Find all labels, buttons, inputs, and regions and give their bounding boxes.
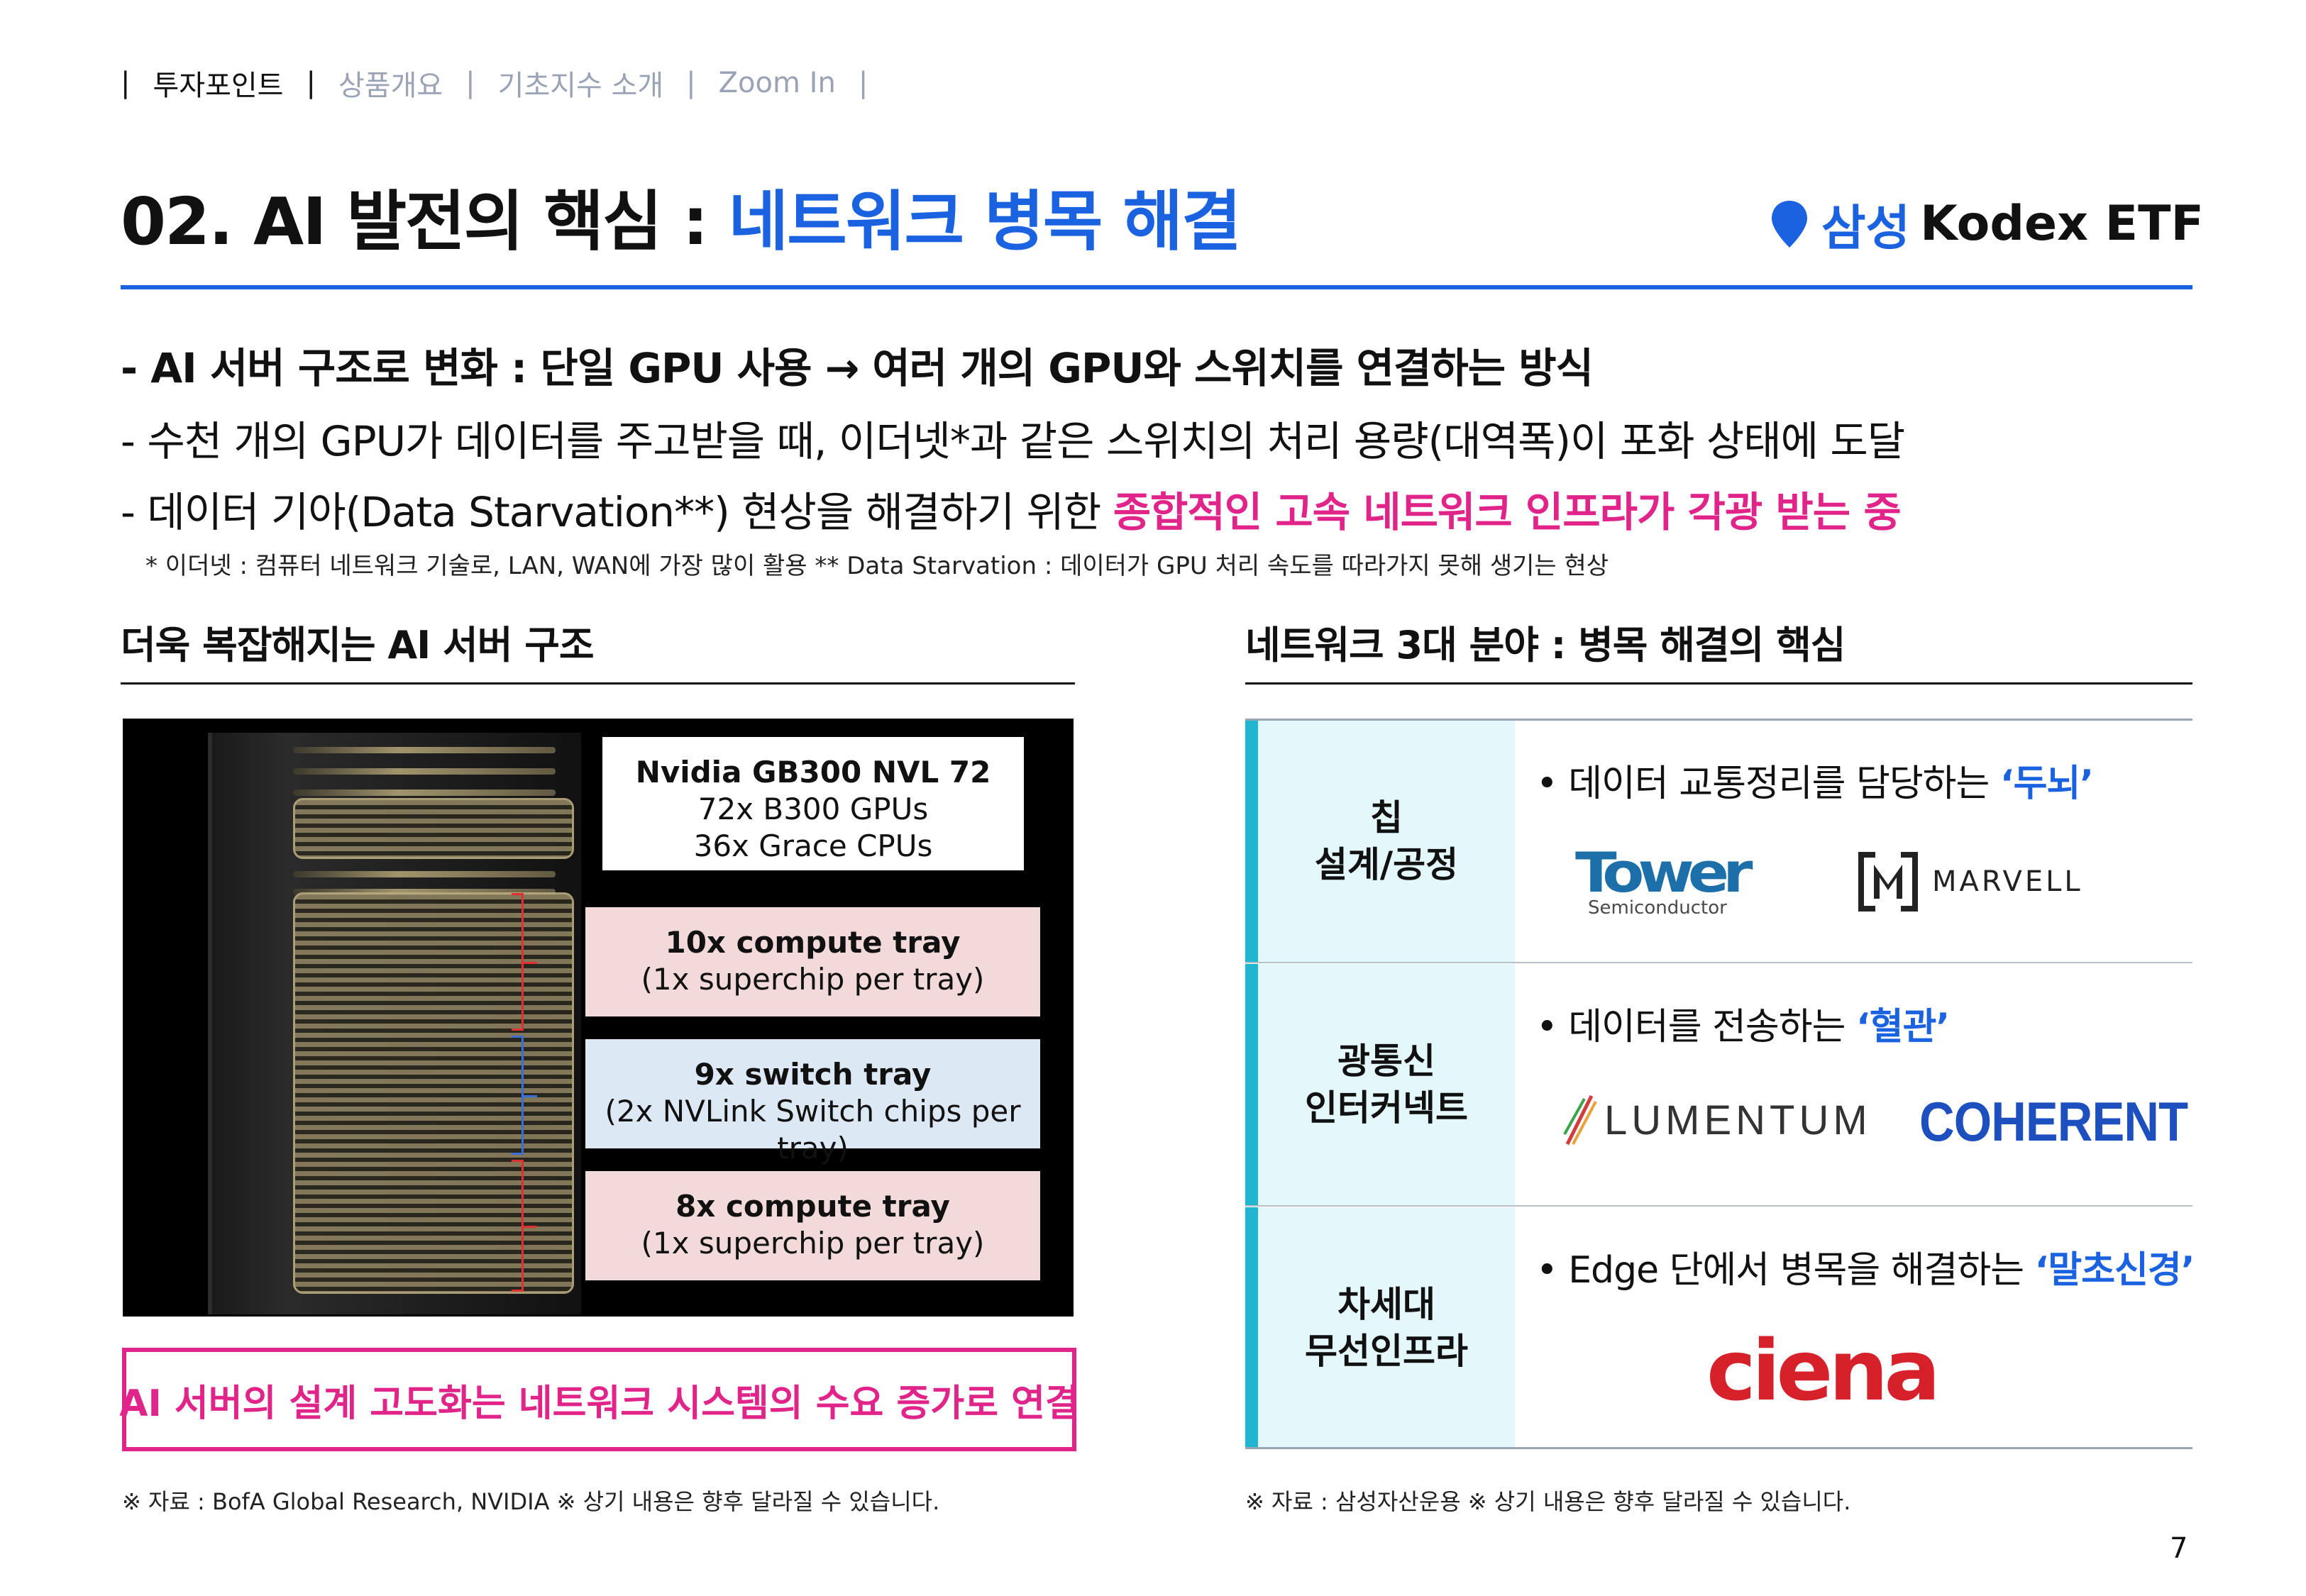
rack-tray	[293, 768, 556, 775]
table-top-border	[1245, 719, 2192, 721]
nav-separator: |	[306, 67, 316, 99]
category-label: 광통신	[1337, 1041, 1435, 1082]
coherent-logo: COHERENT	[1919, 1090, 2224, 1153]
row-content: • 데이터를 전송하는 ‘혈관’ LUMENTUM COHERENT	[1515, 964, 2192, 1205]
nav-item-product-overview[interactable]: 상품개요	[338, 70, 443, 102]
label-compute-tray-10-title: 10x compute tray	[665, 925, 961, 960]
top-navigation: | 투자포인트 | 상품개요 | 기초지수 소개 | Zoom In |	[121, 62, 890, 104]
label-nvl72-line: 72x B300 GPUs	[697, 792, 929, 826]
tower-logo-subtitle: Semiconductor	[1588, 897, 1727, 919]
bullet-1: - AI 서버 구조로 변화 : 단일 GPU 사용 → 여러 개의 GPU와 …	[121, 344, 1594, 392]
tower-semiconductor-logo: Tower Semiconductor	[1575, 845, 1767, 923]
lumentum-wordmark: LUMENTUM	[1604, 1097, 1872, 1143]
bullet-3-highlight: 종합적인 고속 네트워크 인프라가 각광 받는 중	[1113, 488, 1902, 536]
label-nvl72: Nvidia GB300 NVL 72 72x B300 GPUs 36x Gr…	[602, 737, 1024, 870]
rack-tray	[293, 871, 556, 877]
bullet-2: - 수천 개의 GPU가 데이터를 주고받을 때, 이더넷*과 같은 스위치의 …	[121, 417, 1905, 465]
rack-tray	[293, 747, 556, 753]
footnote: * 이더넷 : 컴퓨터 네트워크 기술로, LAN, WAN에 가장 많이 활용…	[145, 552, 1609, 580]
category-label: 차세대	[1337, 1284, 1435, 1325]
rack-tray	[293, 889, 556, 895]
marvell-mark-icon	[1858, 852, 1918, 911]
category-label: 인터커넥트	[1305, 1087, 1468, 1129]
row-description-quote: ‘말초신경’	[2034, 1249, 2195, 1292]
ciena-logo: ciena	[1706, 1321, 1941, 1419]
location-pin-icon	[1772, 200, 1807, 248]
category-label: 칩	[1369, 797, 1403, 838]
bullet-3-text: - 데이터 기아(Data Starvation**) 현상을 해결하기 위한	[121, 488, 1113, 536]
category-label: 무선인프라	[1305, 1331, 1468, 1372]
nav-separator: |	[465, 67, 475, 99]
marvell-wordmark: MARVELL	[1932, 865, 2083, 898]
rack-tray-stack	[293, 892, 574, 1294]
compute-tray-bracket-bottom	[512, 1160, 537, 1292]
label-compute-tray-10-line: (1x superchip per tray)	[641, 962, 985, 997]
callout-box: AI 서버의 설계 고도화는 네트워크 시스템의 수요 증가로 연결	[119, 1348, 1079, 1451]
left-section-divider	[121, 682, 1075, 685]
rack-power-shelf	[293, 798, 574, 859]
page-title-highlight: 네트워크 병목 해결	[728, 184, 1242, 260]
switch-tray-bracket	[512, 1036, 537, 1155]
label-compute-tray-8-line: (1x superchip per tray)	[641, 1226, 985, 1260]
label-nvl72-title: Nvidia GB300 NVL 72	[635, 755, 991, 789]
label-switch-tray: 9x switch tray (2x NVLink Switch chips p…	[585, 1039, 1040, 1165]
label-switch-tray-line: (2x NVLink Switch chips per tray)	[605, 1094, 1021, 1165]
nav-item-zoom-in[interactable]: Zoom In	[718, 67, 836, 99]
left-source-note: ※ 자료 : BofA Global Research, NVIDIA ※ 상기…	[122, 1488, 940, 1515]
row-description: • Edge 단에서 병목을 해결하는 ‘말초신경’	[1536, 1240, 2195, 1293]
brand-name: Kodex ETF	[1920, 196, 2204, 252]
row-description-text: • Edge 단에서 병목을 해결하는	[1536, 1249, 2035, 1292]
row-description-quote: ‘두뇌’	[1999, 763, 2094, 805]
brand-logo: 삼성 Kodex ETF	[1770, 189, 2204, 259]
right-source-note: ※ 자료 : 삼성자산운용 ※ 상기 내용은 향후 달라질 수 있습니다.	[1245, 1488, 1851, 1515]
title-divider	[121, 285, 2192, 289]
page-title-prefix: 02. AI 발전의 핵심 :	[121, 184, 729, 260]
compute-tray-bracket-top	[512, 893, 537, 1031]
label-compute-tray-8: 8x compute tray (1x superchip per tray)	[585, 1171, 1040, 1280]
category-label: 설계/공정	[1314, 844, 1459, 885]
bullet-3: - 데이터 기아(Data Starvation**) 현상을 해결하기 위한 …	[121, 479, 1902, 538]
label-nvl72-line: 36x Grace CPUs	[693, 829, 933, 863]
row-description: • 데이터 교통정리를 담당하는 ‘두뇌’	[1536, 753, 2094, 807]
page-title: 02. AI 발전의 핵심 : 네트워크 병목 해결	[121, 169, 1242, 263]
row-content: • Edge 단에서 병목을 해결하는 ‘말초신경’ ciena	[1515, 1207, 2195, 1448]
nav-separator: |	[686, 67, 696, 99]
left-section-heading: 더욱 복잡해지는 AI 서버 구조	[121, 623, 595, 667]
marvell-logo: MARVELL	[1854, 846, 2109, 917]
right-section-divider	[1245, 682, 2192, 685]
label-compute-tray-8-title: 8x compute tray	[675, 1189, 950, 1224]
server-rack-image: Nvidia GB300 NVL 72 72x B300 GPUs 36x Gr…	[123, 719, 1074, 1317]
label-switch-tray-title: 9x switch tray	[694, 1057, 932, 1092]
right-section-heading: 네트워크 3대 분야 : 병목 해결의 핵심	[1245, 623, 1846, 667]
lumentum-mark-icon	[1563, 1095, 1597, 1146]
nav-item-investment-points[interactable]: 투자포인트	[153, 70, 284, 102]
ciena-wordmark: ciena	[1706, 1321, 1941, 1419]
rack-tray	[293, 789, 556, 796]
label-compute-tray-10: 10x compute tray (1x superchip per tray)	[585, 907, 1040, 1016]
row-description-text: • 데이터 교통정리를 담당하는	[1536, 763, 2000, 805]
tower-logo-wordmark: Tower	[1575, 841, 1753, 905]
nav-item-index-intro[interactable]: 기초지수 소개	[497, 70, 664, 102]
brand-korean: 삼성	[1821, 201, 1911, 257]
lumentum-logo: LUMENTUM	[1563, 1088, 1872, 1152]
row-description-quote: ‘혈관’	[1855, 1006, 1950, 1048]
page-number: 7	[2170, 1532, 2188, 1565]
row-description-text: • 데이터를 전송하는	[1536, 1006, 1856, 1048]
nav-separator: |	[858, 67, 868, 99]
table-row-divider	[1245, 1205, 2192, 1207]
coherent-wordmark: COHERENT	[1919, 1090, 2188, 1153]
table-bottom-border	[1245, 1447, 2192, 1449]
row-description: • 데이터를 전송하는 ‘혈관’	[1536, 997, 1950, 1050]
nav-separator: |	[121, 67, 131, 99]
row-content: • 데이터 교통정리를 담당하는 ‘두뇌’ Tower Semiconducto…	[1515, 721, 2192, 962]
table-row-divider	[1245, 962, 2192, 963]
